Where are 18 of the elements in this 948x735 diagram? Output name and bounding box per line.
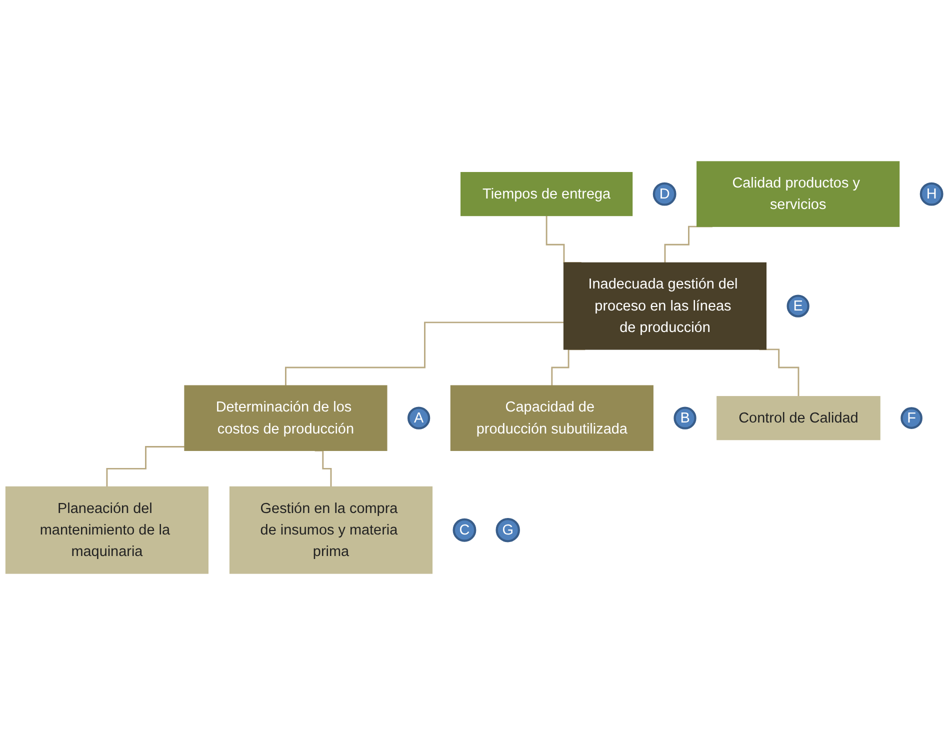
node-circle: H xyxy=(920,182,944,206)
node-box: Planeación del mantenimiento de la maquinaria xyxy=(5,486,208,574)
connector xyxy=(285,322,564,386)
node-box: Calidad productos y servicios xyxy=(696,161,900,227)
connector xyxy=(106,446,185,488)
node-box: Control de Calidad xyxy=(716,396,880,440)
node-box: Tiempos de entrega xyxy=(460,172,633,216)
node-circle: C xyxy=(452,518,476,542)
node-box: Determinación de los costos de producción xyxy=(184,385,388,451)
node-circle: B xyxy=(674,406,696,430)
node-circle: D xyxy=(652,182,676,206)
node-circle: F xyxy=(900,407,922,429)
node-circle: G xyxy=(496,518,520,542)
node-box: Gestión en la compra de insumos y materia prima xyxy=(229,486,433,574)
node-circle: E xyxy=(786,294,810,318)
node-circle: A xyxy=(408,406,430,430)
node-box: Inadecuada gestión del proceso en las líneas de producción xyxy=(563,262,767,350)
node-box: Capacidad de producción subutilizada xyxy=(450,385,654,451)
